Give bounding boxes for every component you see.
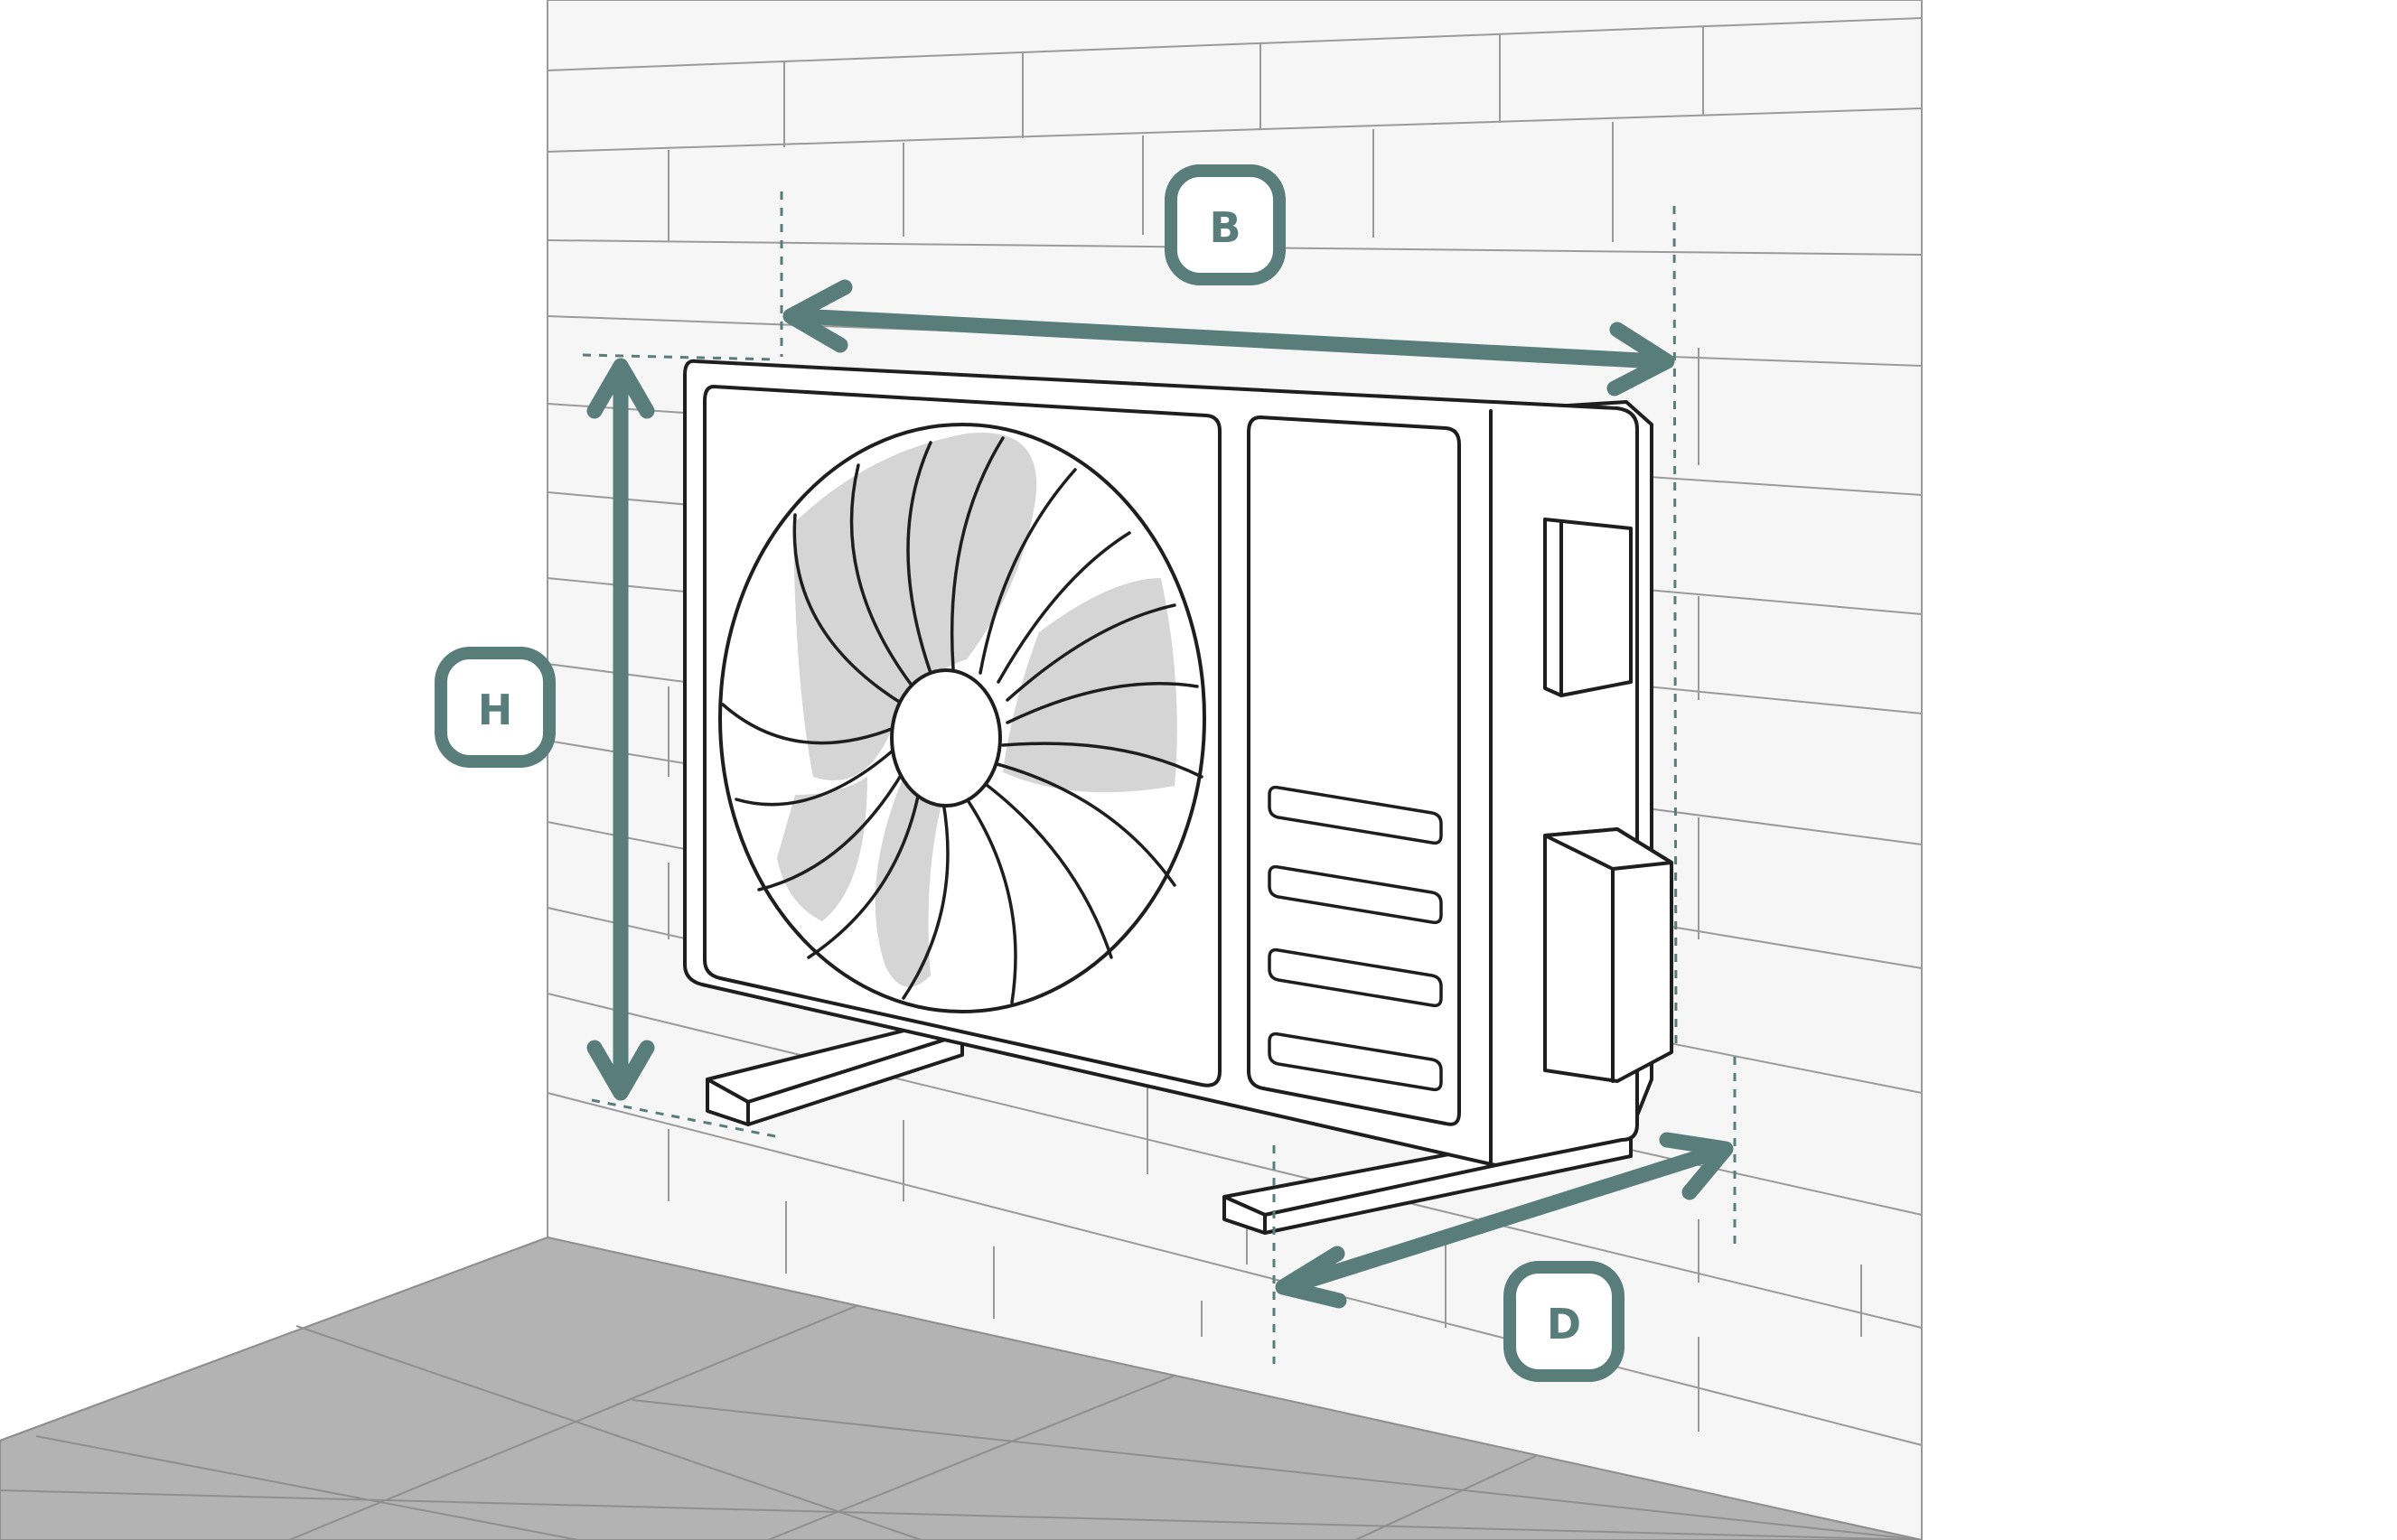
width-arrow [782,279,1675,397]
depth-arrow [1275,1132,1734,1309]
label-badge-width: B [1165,164,1286,285]
outdoor-ac-unit-icon [683,359,1673,1235]
label-badge-depth: D [1503,1261,1625,1382]
tiled-floor [0,1236,1923,1540]
fan-blade-shading [777,433,1177,987]
wall-bracket-left [706,1014,964,1126]
dimension-arrows [586,279,1734,1309]
height-label: H [478,686,513,734]
service-panel [1247,415,1461,1126]
fan-blades [721,436,1203,1004]
side-handle [1543,518,1633,697]
fan-hub [890,668,1002,807]
dimension-guides [582,191,1737,1364]
width-label: B [1209,203,1241,252]
side-vents [1268,785,1443,1092]
label-badge-height: H [435,647,556,768]
height-arrow [586,358,655,1101]
depth-label: D [1547,1300,1581,1349]
valve-cover [1543,827,1673,1083]
